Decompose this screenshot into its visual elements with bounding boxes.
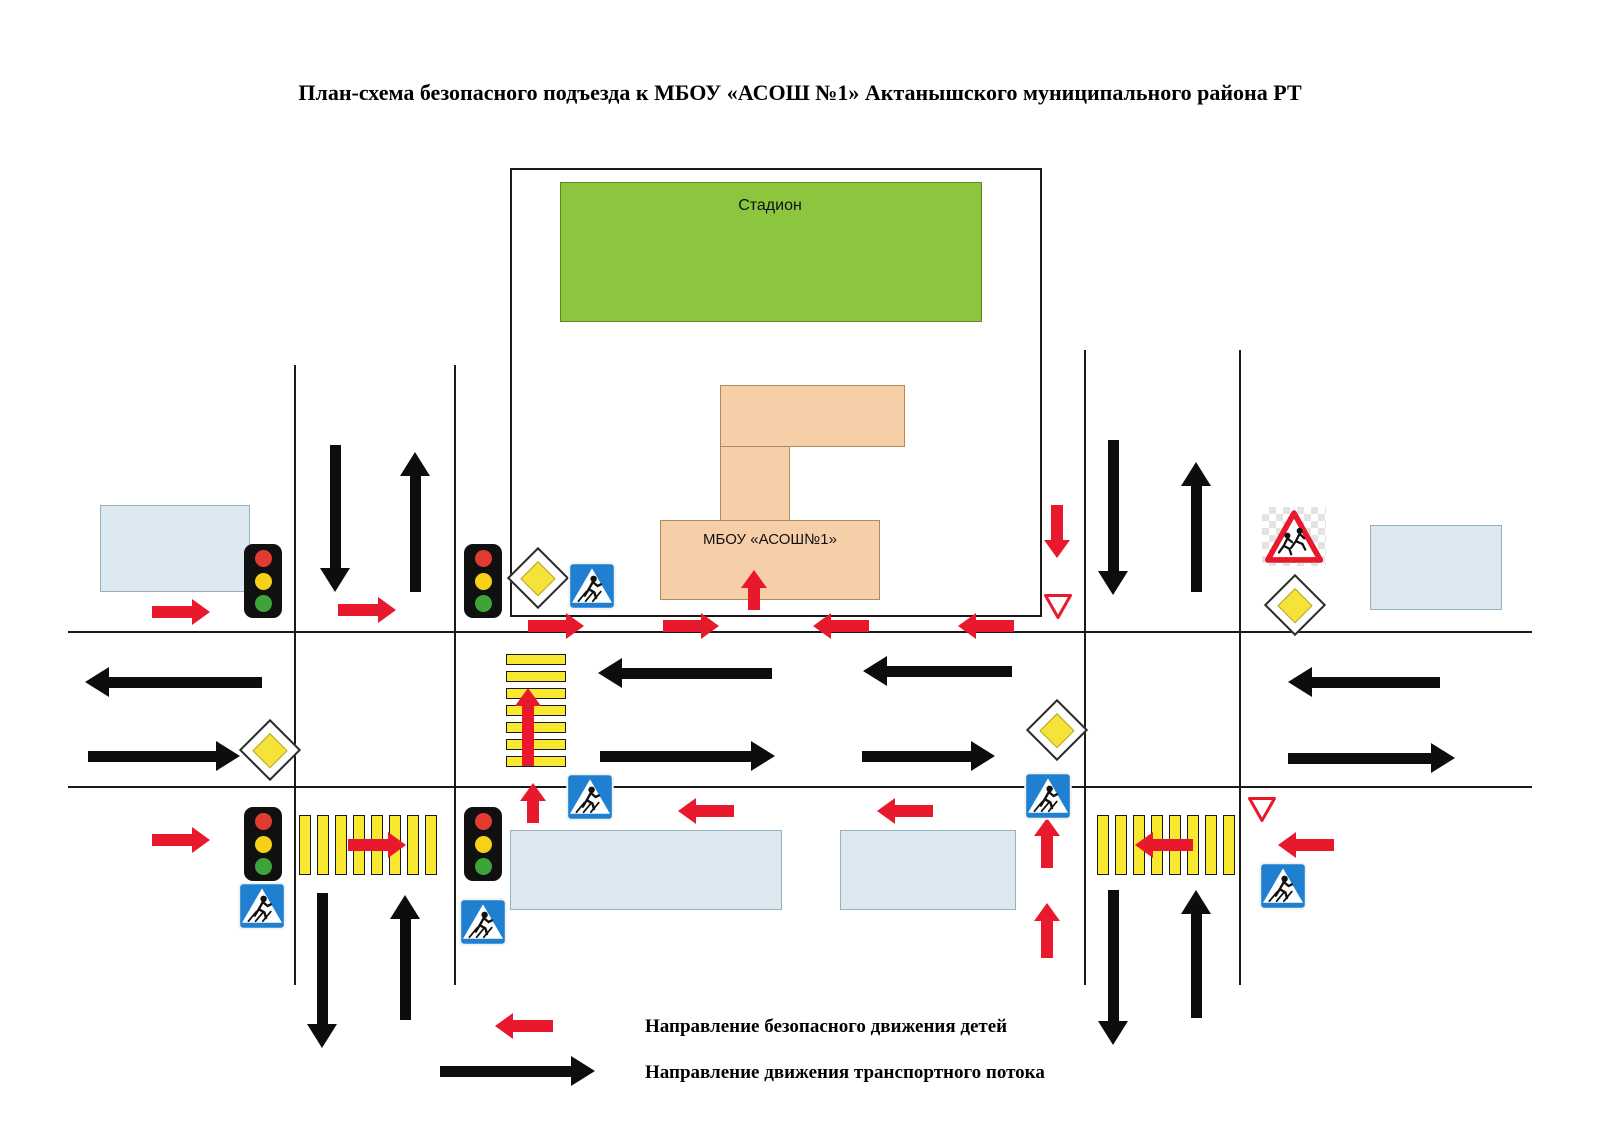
road-edge-line <box>1084 350 1086 985</box>
road-edge-line <box>294 365 296 985</box>
safe-route-arrow <box>1044 505 1070 558</box>
safe-route-arrow <box>877 798 933 824</box>
safe-route-arrow <box>1034 818 1060 868</box>
pedestrian-crossing-sign <box>566 773 614 821</box>
priority-road-core <box>1277 587 1313 623</box>
traffic-light-icon <box>244 544 282 618</box>
school-building-bottom <box>660 520 880 600</box>
green-lamp <box>474 595 492 613</box>
red-lamp <box>254 549 272 567</box>
pedestrian-crossing-sign <box>1024 772 1072 820</box>
road-edge-line <box>1239 350 1241 985</box>
green-lamp <box>254 858 272 876</box>
pedestrian-crossing-sign <box>459 898 507 946</box>
page-title: План-схема безопасного подъезда к МБОУ «… <box>298 80 1302 105</box>
safe-route-arrow <box>958 613 1014 639</box>
legend-traffic-flow-label: Направление движения транспортного поток… <box>645 1062 1045 1083</box>
safe-route-arrow <box>152 827 210 853</box>
safe-route-arrow <box>663 613 719 639</box>
safe-route-arrow <box>1135 832 1193 858</box>
road-edge-line <box>68 631 1532 633</box>
red-lamp <box>474 549 492 567</box>
traffic-flow-arrow <box>1288 667 1440 697</box>
school-building-top <box>720 385 905 447</box>
building-block <box>100 505 250 592</box>
safe-route-arrow <box>348 832 406 858</box>
safe-route-arrow <box>813 613 869 639</box>
legend-safe-route-arrow <box>495 1013 553 1039</box>
traffic-light-icon <box>244 807 282 881</box>
building-block <box>1370 525 1502 610</box>
traffic-flow-arrow <box>600 741 775 771</box>
traffic-flow-arrow <box>85 667 262 697</box>
green-lamp <box>254 595 272 613</box>
safe-route-arrow <box>520 783 546 823</box>
traffic-flow-arrow <box>598 658 772 688</box>
traffic-flow-arrow <box>1098 890 1128 1045</box>
traffic-flow-arrow <box>88 741 240 771</box>
building-block <box>840 830 1016 910</box>
safe-route-arrow <box>515 688 541 766</box>
pedestrian-crossing-sign <box>1259 862 1307 910</box>
traffic-light-icon <box>464 807 502 881</box>
safe-route-arrow <box>741 570 767 610</box>
safe-route-arrow <box>152 599 210 625</box>
traffic-flow-arrow <box>1288 743 1455 773</box>
traffic-flow-arrow <box>862 741 995 771</box>
traffic-flow-arrow <box>1181 890 1211 1018</box>
children-warning-sign <box>1262 507 1326 566</box>
traffic-flow-arrow <box>1181 462 1211 592</box>
pedestrian-crossing-zebra <box>1097 815 1237 875</box>
traffic-flow-arrow <box>1098 440 1128 595</box>
safe-route-arrow <box>338 597 396 623</box>
road-edge-line <box>454 365 456 985</box>
stadium-label: Стадион <box>738 197 802 214</box>
priority-road-sign <box>1025 698 1089 762</box>
pedestrian-crossing-sign <box>568 562 616 610</box>
yellow-lamp <box>254 572 272 590</box>
traffic-flow-arrow <box>390 895 420 1020</box>
traffic-flow-arrow <box>863 656 1012 686</box>
priority-road-sign <box>238 718 302 782</box>
road-edge-line <box>68 786 1532 788</box>
priority-road-core <box>252 732 288 768</box>
red-lamp <box>474 812 492 830</box>
traffic-light-icon <box>464 544 502 618</box>
school-building-middle <box>720 446 790 521</box>
safe-route-arrow <box>528 613 584 639</box>
traffic-flow-arrow <box>307 893 337 1048</box>
safe-route-arrow <box>678 798 734 824</box>
yellow-lamp <box>474 572 492 590</box>
priority-road-sign <box>1263 573 1327 637</box>
green-lamp <box>474 858 492 876</box>
legend-safe-route-label: Направление безопасного движения детей <box>645 1016 1008 1037</box>
school-label: МБОУ «АСОШ№1» <box>703 531 837 548</box>
traffic-flow-arrow <box>400 452 430 592</box>
priority-road-core <box>1039 712 1075 748</box>
yellow-lamp <box>254 835 272 853</box>
red-lamp <box>254 812 272 830</box>
give-way-sign <box>1247 796 1277 823</box>
give-way-sign <box>1043 593 1073 620</box>
stadium-area <box>560 182 982 322</box>
safe-route-arrow <box>1278 832 1334 858</box>
safe-route-arrow <box>1034 903 1060 958</box>
priority-road-core <box>520 560 556 596</box>
traffic-flow-arrow <box>320 445 350 592</box>
legend-traffic-flow-arrow <box>440 1056 595 1086</box>
yellow-lamp <box>474 835 492 853</box>
building-block <box>510 830 782 910</box>
pedestrian-crossing-sign <box>238 882 286 930</box>
